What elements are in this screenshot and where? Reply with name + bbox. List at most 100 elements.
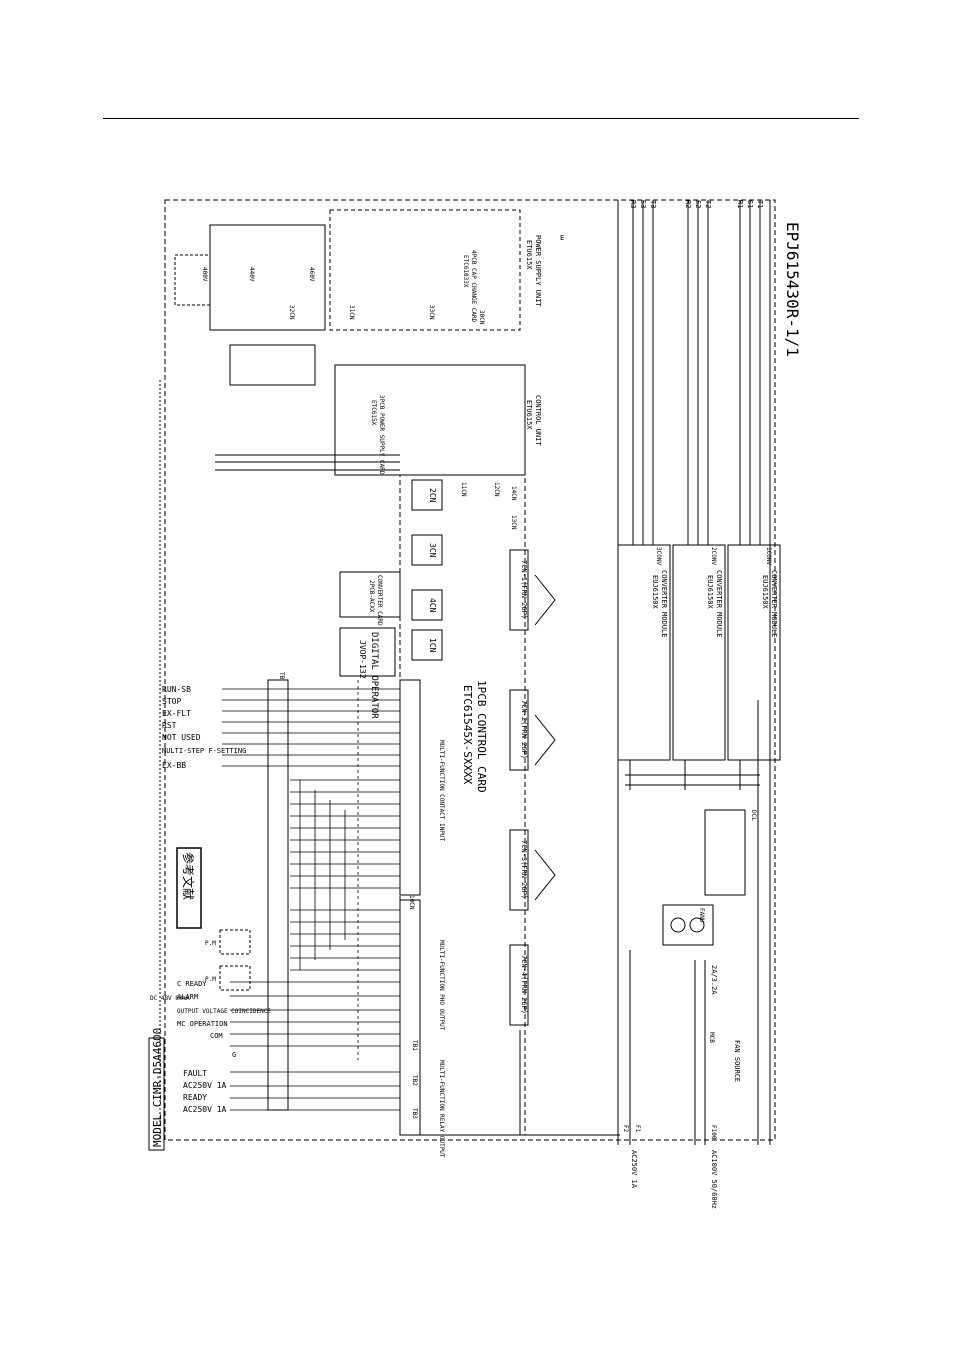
input-stop: STOP xyxy=(162,697,181,706)
fuse-rating: 2A/3.2A xyxy=(710,965,718,995)
enclosure-frame xyxy=(164,199,776,1141)
relay-output-heading: MULTI-FUNCTION RELAY OUTPUT xyxy=(438,1060,445,1158)
terminal-tb: TB xyxy=(278,672,285,680)
digital-operator-label: DIGITAL OPERATOR xyxy=(369,632,379,719)
input-ex-bb: EX-BB xyxy=(162,761,186,770)
power-supply-unit-code: ETU615X xyxy=(525,240,533,270)
connector-10cn: 10CN xyxy=(408,895,415,910)
phase-t1: T1 xyxy=(756,200,764,208)
module-1conv: 1CONV xyxy=(765,547,772,565)
converter-module-label-1: CONVERTER MODULE xyxy=(770,570,778,637)
panel-meter-2: P.M xyxy=(205,976,216,983)
connector-3cn: 3CN xyxy=(428,543,437,558)
connector-14cn: 14CN xyxy=(510,486,517,501)
terminal-f100: F100 xyxy=(710,1125,717,1140)
transformer-block xyxy=(209,224,326,331)
fan-label: FANU xyxy=(698,908,705,923)
connector-4cn: 4CN xyxy=(428,598,437,613)
terminal-tb2: TB2 xyxy=(411,1075,418,1086)
digital-operator xyxy=(339,627,396,677)
phase-t2: T2 xyxy=(704,200,712,208)
output-voltage-coincidence: OUTPUT VOLTAGE COINCIDENCE xyxy=(177,1008,271,1015)
terminal-strip-lower xyxy=(399,899,421,1136)
phase-r2: R2 xyxy=(684,200,692,208)
converter-module-label-2: CONVERTER MODULE xyxy=(715,570,723,637)
converter-module-1 xyxy=(727,544,781,761)
digital-operator-code: JVOP-132 xyxy=(358,640,367,679)
stamp-box xyxy=(176,847,202,929)
power-supply-unit-label: POWER SUPPLY UNIT xyxy=(534,235,542,307)
phase-t3: T3 xyxy=(649,200,657,208)
connector-7cn-3: 7CN-3(FRN 26P) xyxy=(520,840,528,899)
pho-output-heading: MULTI-FUNCTION PHO OUTPUT xyxy=(438,940,445,1031)
converter-card-code: 2PCB-ACXX xyxy=(368,580,375,613)
converter-card-label: CONVERTER CARD xyxy=(376,575,383,626)
input-not-used: NOT USED xyxy=(162,733,201,742)
phase-r3: R3 xyxy=(629,200,637,208)
voltage-tap-400: 400V xyxy=(201,267,208,282)
output-com: COM xyxy=(210,1032,223,1040)
converter-module-code-1: EUJ6150X xyxy=(761,575,769,610)
converter-module-3 xyxy=(617,544,671,761)
connector-33cn: 33CN xyxy=(428,305,435,320)
contact-input-heading: MULTI-FUNCTION CONTACT INPUT xyxy=(438,740,445,842)
control-unit-code: ETU615X xyxy=(525,400,533,430)
tb-block xyxy=(229,344,316,386)
panel-meter-1: P.M xyxy=(205,940,216,947)
ac100v-label: AC100V 50/60Hz xyxy=(710,1150,718,1209)
input-run-sb: RUN-SB xyxy=(162,685,191,694)
connector-31cn: 31CN xyxy=(348,305,355,320)
control-card-code: ETC61545X-SXXXX xyxy=(461,685,474,785)
converter-module-2 xyxy=(672,544,726,761)
phase-s3: S3 xyxy=(639,200,647,208)
connector-30cn: 30CN xyxy=(478,310,485,325)
reference-stamp: 参考文献 xyxy=(181,852,196,900)
output-mc-operation: MC OPERATION xyxy=(177,1020,228,1028)
relay-fault: FAULT xyxy=(183,1069,207,1078)
power-supply-card-label: 3PCB POWER SUPPLY CARD xyxy=(378,395,385,475)
connector-13cn: 13CN xyxy=(510,515,517,530)
input-ex-flt: EX-FLT xyxy=(162,709,191,718)
power-supply-unit xyxy=(329,209,521,331)
ground-e: E xyxy=(560,234,564,242)
input-multi-step: MULTI-STEP F-SETTING xyxy=(162,747,246,755)
connector-7cn-1: 7CN-1(FRN 26P) xyxy=(520,560,528,619)
phase-s2: S2 xyxy=(694,200,702,208)
converter-card xyxy=(339,571,401,618)
cap-change-code: ETC61033X xyxy=(462,255,469,288)
relay-fault-rating: AC250V 1A xyxy=(183,1081,227,1090)
relay-ready: READY xyxy=(183,1093,207,1102)
connector-32cn: 32CN xyxy=(288,305,295,320)
terminal-f1: F1 xyxy=(634,1125,641,1133)
control-card-label: 1PCB CONTROL CARD xyxy=(475,680,488,793)
input-rst: RST xyxy=(162,721,177,730)
fan-source-label: FAN SOURCE xyxy=(733,1040,741,1082)
ac250v-label: AC250V 1A xyxy=(630,1150,638,1189)
relay-ready-rating: AC250V 1A xyxy=(183,1105,227,1114)
dcl-reactor xyxy=(704,809,746,896)
connector-11cn: 11CN xyxy=(460,482,467,497)
connector-7cn-2: 7CN-2(FRN 26P) xyxy=(520,700,528,759)
converter-module-label-3: CONVERTER MODULE xyxy=(660,570,668,637)
control-unit xyxy=(334,364,526,476)
output-alarm: ALARM xyxy=(177,993,198,1001)
connector-12cn: 12CN xyxy=(493,482,500,497)
voltage-tap-440: 440V xyxy=(248,267,255,282)
terminal-f2: F2 xyxy=(622,1125,629,1133)
terminal-strip-mid xyxy=(399,679,421,896)
fan-unit xyxy=(662,904,714,946)
dc-48v-label: DC 48V 80mA xyxy=(150,995,190,1002)
header-rule xyxy=(103,118,859,119)
terminal-tb1: TB1 xyxy=(411,1040,418,1051)
terminal-strip-left xyxy=(267,679,289,1111)
output-c-ready: C READY xyxy=(177,980,207,988)
voltage-tap-460: 460V xyxy=(308,267,315,282)
phase-s1: S1 xyxy=(746,200,754,208)
terminal-tb3: TB3 xyxy=(411,1108,418,1119)
model-label: MODEL CIMR-D5A4600 xyxy=(151,1028,164,1147)
module-3conv: 3CONV xyxy=(655,547,662,565)
phase-r1: R1 xyxy=(736,200,744,208)
connector-7cn-4: 7CN-4(FRN 26P) xyxy=(520,955,528,1014)
mcb-label: MCB xyxy=(708,1032,715,1043)
